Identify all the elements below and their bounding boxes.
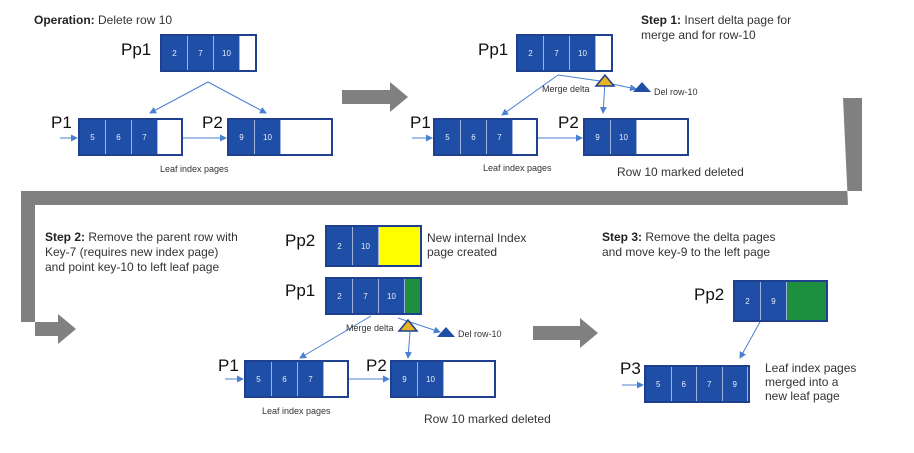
key-cell: 6 [461, 120, 487, 154]
p1-label: P1 [51, 113, 72, 132]
p3-merged-page: 5 6 7 9 [644, 365, 750, 403]
p3-label: P3 [620, 359, 641, 378]
p2-page-3: 9 10 [390, 360, 496, 398]
key-cell: 7 [298, 362, 324, 396]
key-cell: 7 [544, 36, 570, 70]
pp1-page: 2 7 10 [160, 34, 257, 72]
del-row-triangle [633, 82, 651, 92]
pp2-page-final: 2 9 [733, 280, 828, 322]
operation-title: Operation: Delete row 10 [34, 13, 173, 27]
pp1-label: Pp1 [121, 40, 152, 59]
p1-page-2: 5 6 7 [433, 118, 538, 156]
key-cell: 10 [255, 120, 281, 154]
key-cell: 10 [353, 227, 379, 265]
merge-delta-label: Merge delta [542, 84, 590, 94]
key-cell: 9 [392, 362, 418, 396]
flow-arrow-1 [342, 82, 408, 112]
key-cell: 10 [570, 36, 596, 70]
del-row-label-2: Del row-10 [458, 329, 502, 339]
pp2-new-page: 2 10 [325, 225, 422, 267]
step2-note: Step 2: Remove the parent row with Key-7… [45, 230, 238, 274]
p2-page: 9 10 [227, 118, 333, 156]
p1-page-3: 5 6 7 [244, 360, 349, 398]
key-cell: 6 [671, 367, 697, 401]
leaf-pages-label: Leaf index pages [160, 164, 229, 174]
key-cell: 5 [246, 362, 272, 396]
pp2-label: Pp2 [285, 231, 316, 250]
key-cell: 2 [162, 36, 188, 70]
key-cell: 7 [132, 120, 158, 154]
merge-delta-label-2: Merge delta [346, 323, 394, 333]
pp1-page-3: 2 7 10 [325, 277, 422, 315]
key-cell: 5 [646, 367, 672, 401]
key-cell: 6 [272, 362, 298, 396]
leaf-pages-label-2: Leaf index pages [483, 163, 552, 173]
step1-note: Step 1: Insert delta page for merge and … [641, 13, 792, 42]
key-cell: 10 [611, 120, 637, 154]
flow-arrow-3 [533, 318, 598, 348]
pp2-label-2: Pp2 [694, 285, 725, 304]
key-cell: 2 [518, 36, 544, 70]
p2-page-2: 9 10 [583, 118, 689, 156]
p1-label-3: P1 [218, 356, 239, 375]
leaf-pages-label-3: Leaf index pages [262, 406, 331, 416]
del-row-triangle-2 [437, 327, 455, 337]
pp1-page-2: 2 7 10 [516, 34, 613, 72]
pp1-label-3: Pp1 [285, 281, 316, 300]
key-cell: 5 [80, 120, 106, 154]
p2-label: P2 [202, 113, 223, 132]
key-cell: 9 [722, 367, 748, 401]
key-cell: 6 [106, 120, 132, 154]
p2-label-2: P2 [558, 113, 579, 132]
merge-delta-triangle [594, 73, 616, 87]
step3-note: Step 3: Remove the delta pages and move … [602, 230, 776, 259]
p2-label-3: P2 [366, 356, 387, 375]
row10-deleted-label: Row 10 marked deleted [617, 165, 744, 179]
p1-page: 5 6 7 [78, 118, 183, 156]
p1-label-2: P1 [410, 113, 431, 132]
del-row-label: Del row-10 [654, 87, 698, 97]
key-cell: 9 [761, 282, 787, 320]
key-cell: 9 [229, 120, 255, 154]
key-cell: 7 [188, 36, 214, 70]
key-cell: 9 [585, 120, 611, 154]
key-cell: 2 [327, 227, 353, 265]
key-cell: 10 [214, 36, 240, 70]
key-cell: 10 [379, 279, 405, 313]
row10-deleted-label-2: Row 10 marked deleted [424, 412, 551, 426]
pp1-label-2: Pp1 [478, 40, 509, 59]
key-cell: 7 [697, 367, 723, 401]
key-cell: 2 [327, 279, 353, 313]
key-cell: 2 [735, 282, 761, 320]
merge-delta-triangle-2 [397, 318, 419, 332]
key-cell: 5 [435, 120, 461, 154]
key-cell: 7 [487, 120, 513, 154]
key-cell: 10 [418, 362, 444, 396]
key-cell: 7 [353, 279, 379, 313]
